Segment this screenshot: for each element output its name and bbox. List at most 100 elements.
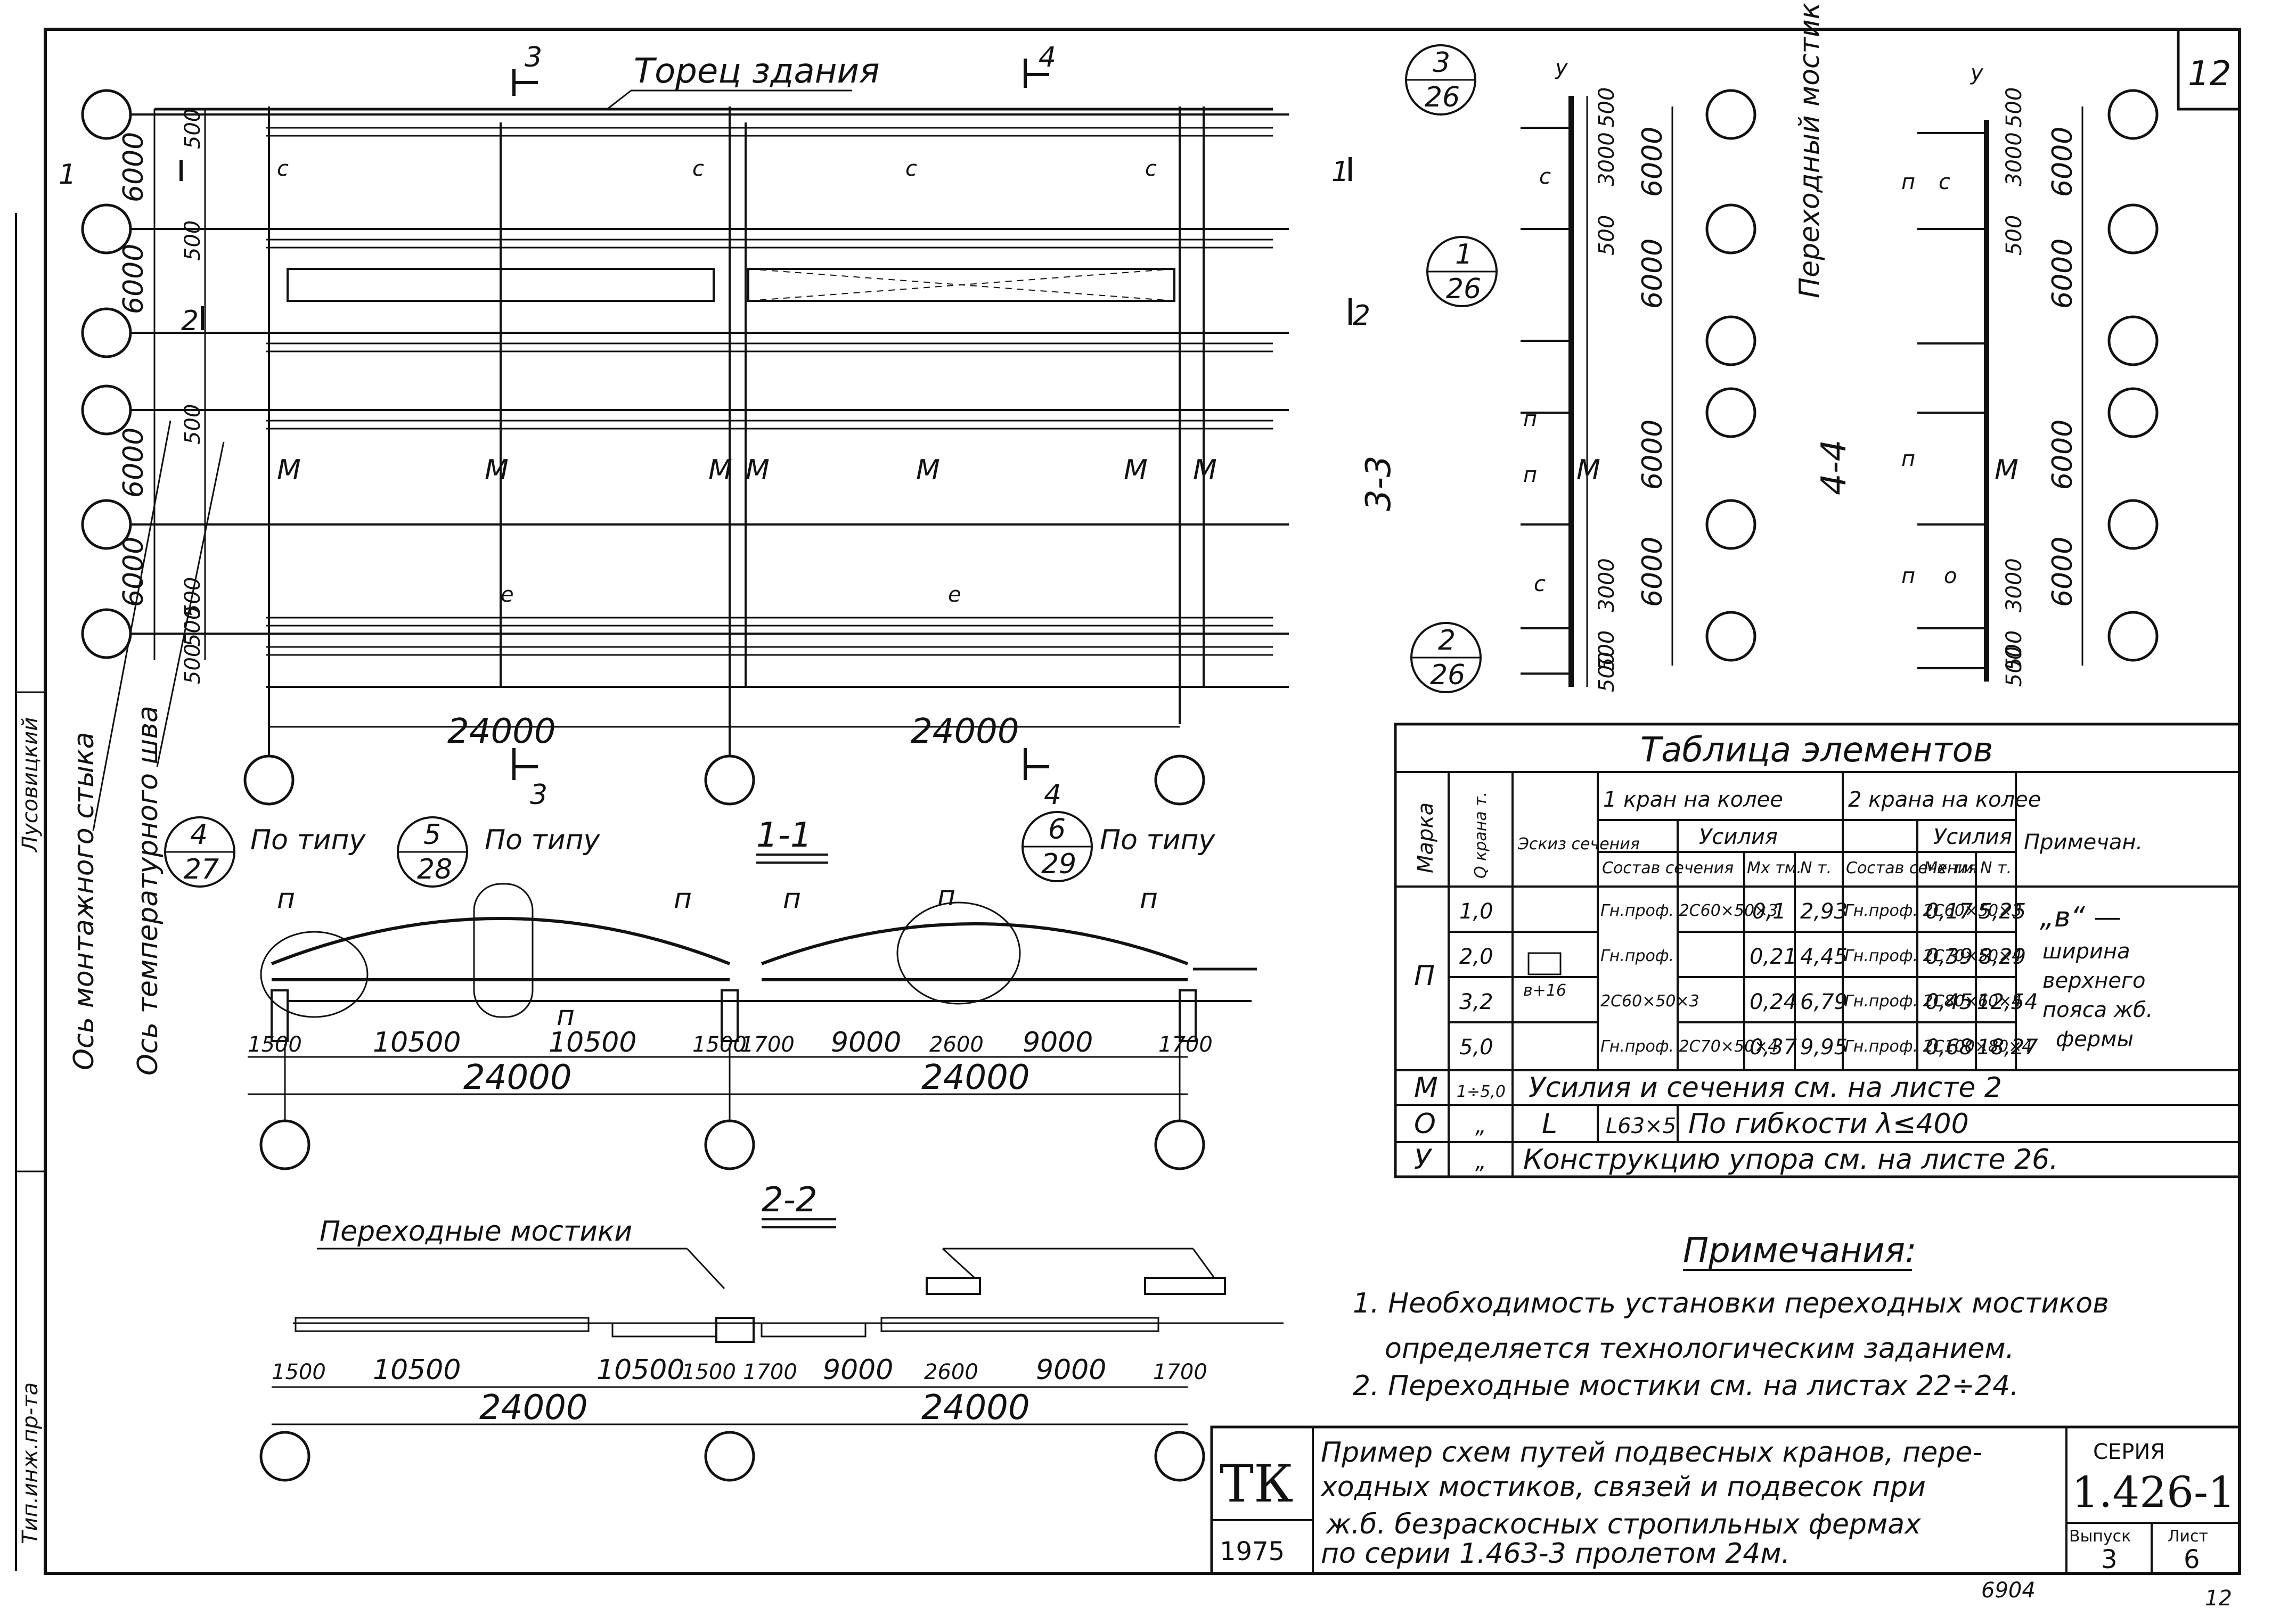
dim: 3000 [2002,558,2026,612]
dim: 3000 [1595,132,1619,186]
stamp-desc-1: Пример схем путей подвесных кранов, пере… [1321,1437,1982,1469]
plan-bay-width: 24000 [447,712,556,751]
plan-bay-width: 24000 [911,712,1019,751]
mark: п [1523,407,1537,431]
grid-axis-marker [1705,315,1756,366]
grid-axis-marker [1154,1431,1205,1482]
cell-m: 0,68 [1925,1035,1973,1060]
dim: 500 [2002,646,2026,687]
dim: 9000 [1023,1027,1093,1059]
cell-m: 0,1 [1752,899,1786,924]
callout-note: По типу [485,824,601,856]
dim: 9000 [823,1354,893,1386]
note-line: „в“ — [2040,901,2121,933]
plan-view: 3 4 3 4 1 1 2 2 Торец здания 6000 6000 6… [59,42,1370,1076]
grid-axis-marker [1154,1119,1205,1170]
row-mark: М [1414,1072,1438,1104]
mark: с [1534,572,1546,596]
notes-line-1: 1. Необходимость установки переходных мо… [1353,1287,2109,1319]
dim: 6000 [1637,127,1669,197]
section-2-2: 2-2 Переходные мостики 1500 10500 10500 … [259,1180,1284,1482]
dim: 1500 [682,1360,736,1384]
walkway-label: Переходные мостики [320,1216,632,1248]
section-1-1: 1-1 4 27 По типу 5 28 По типу 6 29 По т [164,811,1257,1170]
plan-symbol-m: M [746,454,770,486]
mark-p: п [674,883,692,915]
grid-axis-marker [2107,89,2159,140]
dim: 6000 [2047,537,2079,607]
stamp-desc-4: по серии 1.463-3 пролетом 24м. [1321,1538,1790,1570]
stamp-issue: 3 [2101,1545,2118,1574]
mark-p: п [1140,883,1158,915]
dim: 500 [2002,215,2026,256]
plan-spacing: 6000 [118,244,150,314]
cell-q: 1,0 [1459,899,1493,924]
cell-m: 0,45 [1925,990,1973,1014]
notes-line-3: 2. Переходные мостики см. на листах 22÷2… [1353,1370,2019,1402]
callout-sheet: 28 [417,854,452,885]
plan-symbol-m: M [708,454,732,486]
grid-axis-marker [81,608,132,659]
cell-q: 1÷5,0 [1457,1082,1506,1101]
grid-axis-marker [81,89,132,140]
row-mark: П [1414,960,1435,992]
callout-num: 3 [1433,47,1450,79]
th-forces: Усилия [1933,825,2012,849]
dim: 6000 [2047,239,2079,309]
mark-p: п [783,883,801,915]
brace-panel [747,268,1175,302]
cell-n: 9,95 [1800,1035,1848,1060]
dim: 3000 [1595,558,1619,612]
mark: у [1970,61,1984,85]
row-text: Усилия и сечения см. на листе 2 [1529,1072,2002,1104]
brace-panel [287,268,715,302]
plan-symbol-e: e [948,583,961,607]
dim: 1700 [743,1360,797,1384]
th-n: N т. [1800,859,1832,877]
grid-axis-marker [2107,387,2159,438]
stamp-series-label: СЕРИЯ [2093,1440,2165,1464]
plan-symbol-m: M [1193,454,1217,486]
mark-p: п [557,1000,575,1032]
axis-label-mounting-joint: Ось монтажного стыка [68,732,100,1070]
plan-symbol-m: M [277,454,301,486]
cell-q: 3,2 [1459,990,1493,1014]
cell-q: „ [1475,1114,1486,1138]
mark: о [1944,564,1957,588]
dim: 2600 [924,1360,978,1384]
p-row-2: 2,0 Гн.проф. 0,21 4,45 Гн.проф. 2С70×50×… [1459,945,2026,969]
plan-offset: 500 [181,606,205,647]
grid-axis-marker [704,1431,755,1482]
th-forces: Усилия [1699,825,1778,849]
section-mark-3: 3 [525,42,542,73]
dim: 1500 [272,1360,326,1384]
table-title: Таблица элементов [1640,731,1993,770]
footer-code: 6904 [1981,1578,2036,1603]
mark-p: п [277,883,295,915]
p-row-1: 1,0 Гн.проф. 2С60×50×3 0,1 2,93 Гн.проф.… [1459,899,2026,924]
row-mark: О [1414,1108,1436,1140]
th-n: N т. [1980,859,2012,877]
th-sketch: Эскиз сечения [1517,835,1640,854]
grid-axis-marker [81,384,132,436]
th-m: Мх тм. [1924,859,1979,877]
mark: п [1901,447,1915,471]
row-text: По гибкости λ≤400 [1688,1108,1969,1140]
dim-total: 24000 [921,1058,1030,1097]
dim: 500 [1595,630,1619,671]
section-title: 1-1 [756,816,812,855]
callout-sheet: 26 [1425,81,1460,113]
th-note: Примечан. [2024,830,2143,855]
dim: 9000 [831,1027,901,1059]
dim: 1700 [1153,1360,1207,1384]
callout-num: 2 [1438,625,1456,657]
grid-axis-marker [243,754,295,806]
section-mark-2: 2 [181,305,199,337]
section-mark-1: 1 [1331,156,1349,188]
row-mark: У [1414,1144,1433,1176]
dim: 500 [1595,87,1619,128]
cell-comp: Гн.проф. 2С60×50×3 [1600,901,1778,920]
cell-m: 0,24 [1750,990,1797,1014]
mark: п [1901,170,1915,194]
cell-n: 5,25 [1979,899,2026,924]
